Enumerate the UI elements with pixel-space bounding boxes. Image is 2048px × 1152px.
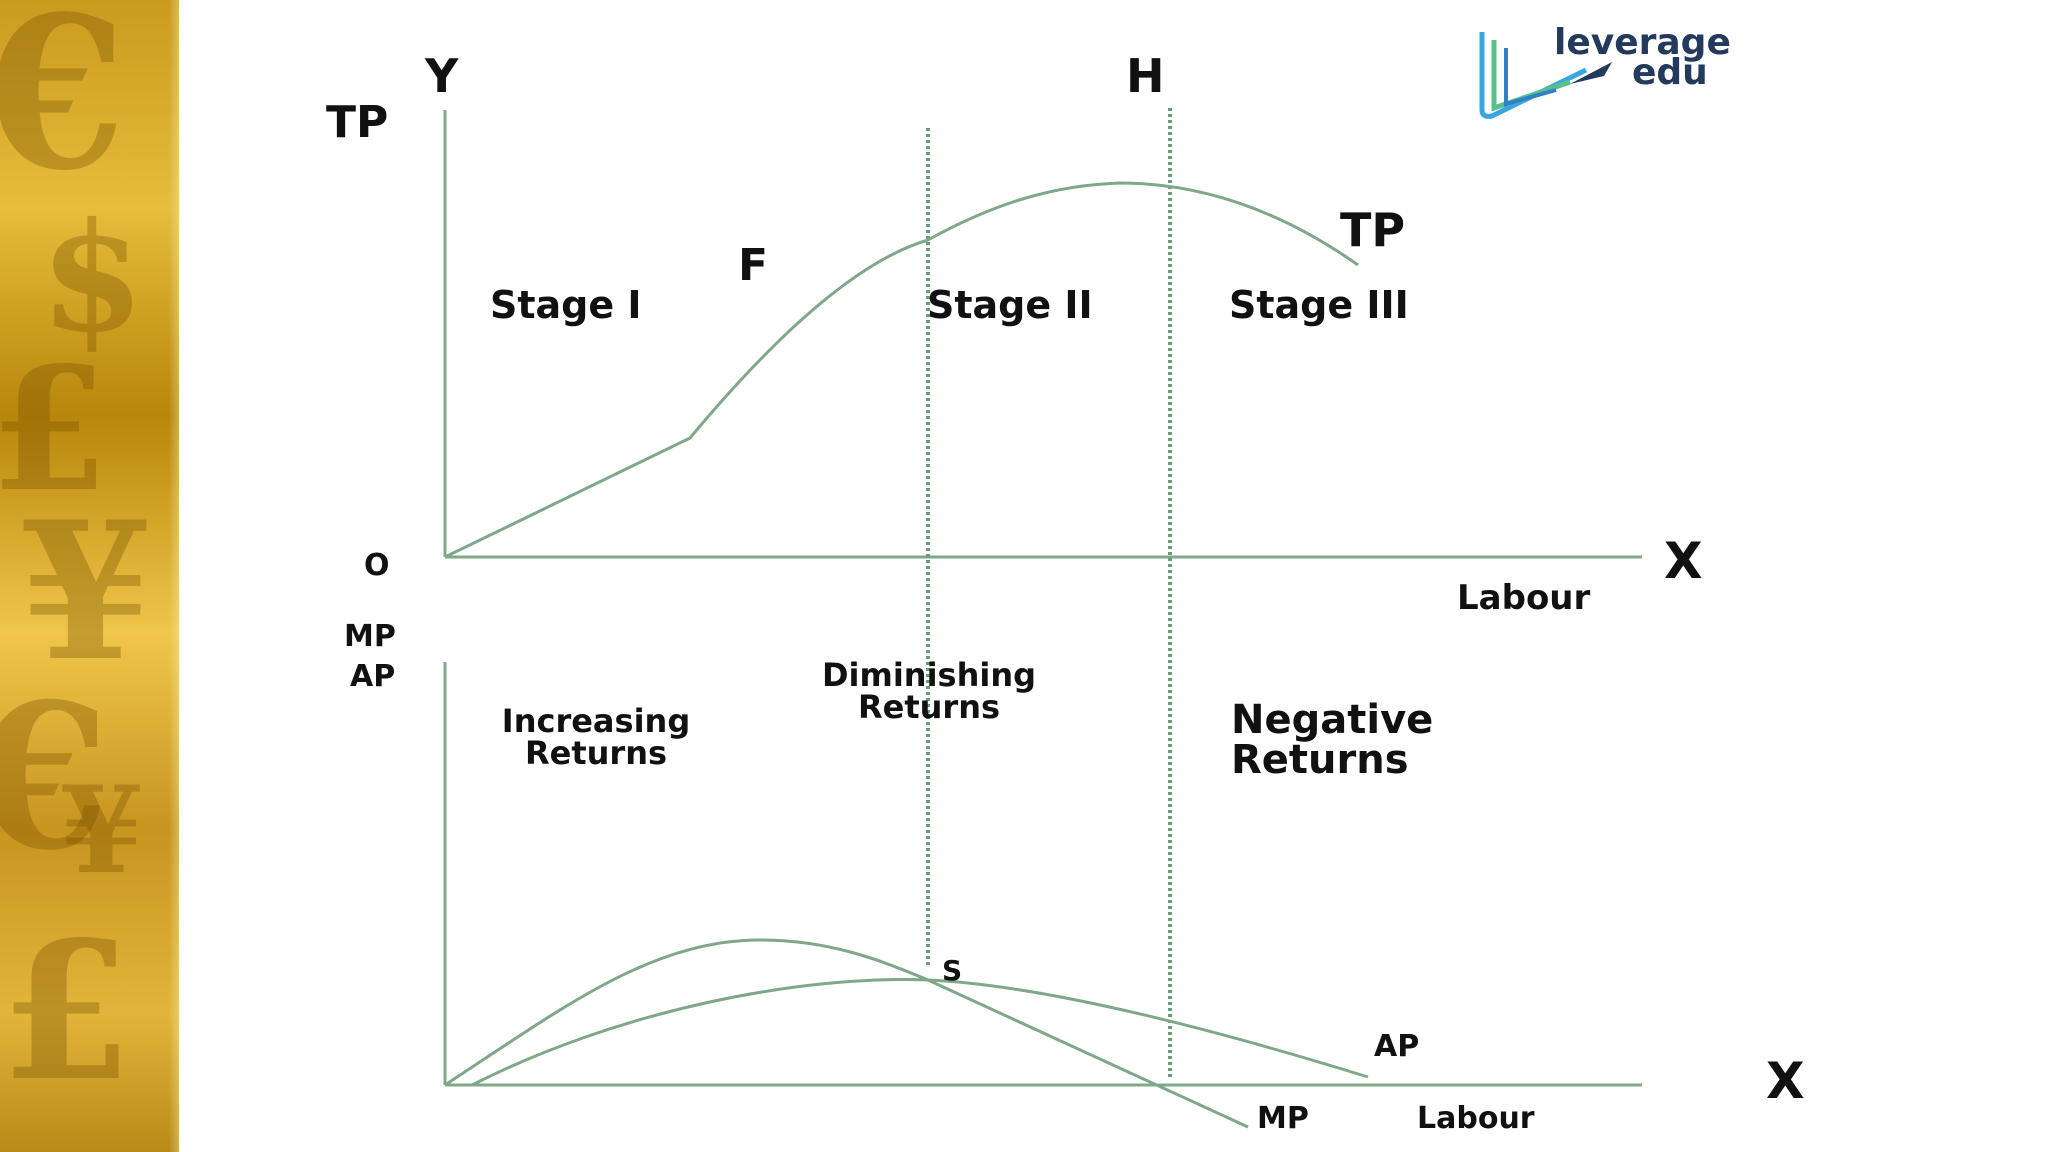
tp-axis-label: TP: [326, 97, 388, 148]
tp-curve: [444, 181, 1359, 559]
bottom-x-axis-letter: X: [1766, 1052, 1805, 1110]
origin-label: O: [364, 548, 390, 583]
yen-symbol-icon: ¥: [20, 480, 153, 703]
tp-curve-label: TP: [1340, 203, 1405, 257]
mp-curve: [444, 938, 1249, 1129]
diminishing-returns-line2: Returns: [858, 688, 1000, 726]
logo-mark-icon: [1491, 40, 1571, 112]
diminishing-returns-line1: Diminishing: [822, 656, 1036, 694]
rocket-icon: [1570, 62, 1612, 84]
euro-symbol-icon: €: [0, 660, 110, 895]
stage-2-label: Stage II: [927, 283, 1093, 327]
negative-returns-line1: Negative: [1231, 697, 1433, 743]
decorative-currency-panel: € $ £ ¥ € ¥ £: [0, 0, 179, 1152]
stage-3-label: Stage III: [1229, 283, 1409, 327]
yen-symbol-icon: ¥: [60, 760, 144, 901]
top-labour-label: Labour: [1457, 578, 1591, 618]
logo-mark-icon: [1479, 32, 1588, 119]
point-s-label: S: [942, 954, 962, 987]
euro-symbol-icon: €: [0, 0, 127, 217]
logo-text-edu: edu: [1632, 52, 1708, 93]
pound-symbol-icon: £: [0, 900, 133, 1123]
point-h-label: H: [1126, 49, 1165, 103]
ap-curve: [471, 978, 1369, 1087]
ap-axis-label: AP: [350, 659, 395, 694]
increasing-returns-line1: Increasing: [502, 702, 690, 740]
stage-1-label: Stage I: [490, 283, 642, 327]
bottom-labour-label: Labour: [1417, 1101, 1535, 1136]
increasing-returns-line2: Returns: [525, 734, 667, 772]
pound-symbol-icon: £: [0, 330, 109, 530]
mp-curve-label: MP: [1257, 1101, 1309, 1136]
logo-mark-icon: [1504, 48, 1557, 107]
logo-text-leverage: leverage: [1554, 22, 1731, 63]
point-f-label: F: [738, 240, 768, 291]
top-x-axis-letter: X: [1664, 532, 1703, 590]
panel-edge-highlight: [169, 0, 179, 1152]
ap-curve-label: AP: [1374, 1029, 1419, 1064]
dollar-symbol-icon: $: [40, 190, 145, 366]
leverage-edu-logo: leverage edu: [1479, 22, 1731, 119]
y-axis-letter: Y: [424, 49, 459, 103]
mp-axis-label: MP: [344, 619, 396, 654]
negative-returns-line2: Returns: [1231, 737, 1409, 783]
